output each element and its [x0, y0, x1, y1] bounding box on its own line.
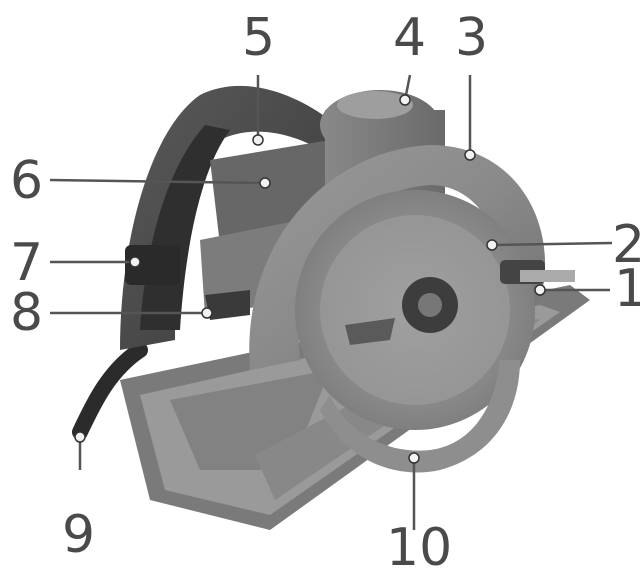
saw-blade	[295, 190, 535, 430]
callout-7: 7	[10, 233, 43, 293]
upper-blade-guard	[249, 145, 546, 370]
callout-1: 1	[614, 259, 640, 319]
rear-handle	[120, 85, 330, 350]
lower-blade-guard	[320, 360, 520, 473]
callout-2: 2	[612, 215, 640, 275]
callout-10: 10	[386, 518, 452, 569]
callout-3: 3	[455, 8, 488, 68]
callout-8: 8	[10, 283, 43, 343]
leader-lines	[49, 74, 613, 530]
callout-4: 4	[393, 8, 426, 68]
power-cord	[72, 342, 148, 440]
callout-6: 6	[10, 151, 43, 211]
leader-dots	[74, 94, 546, 464]
depth-adjustment	[500, 260, 575, 284]
callout-5: 5	[242, 8, 275, 68]
callout-9: 9	[62, 505, 95, 565]
